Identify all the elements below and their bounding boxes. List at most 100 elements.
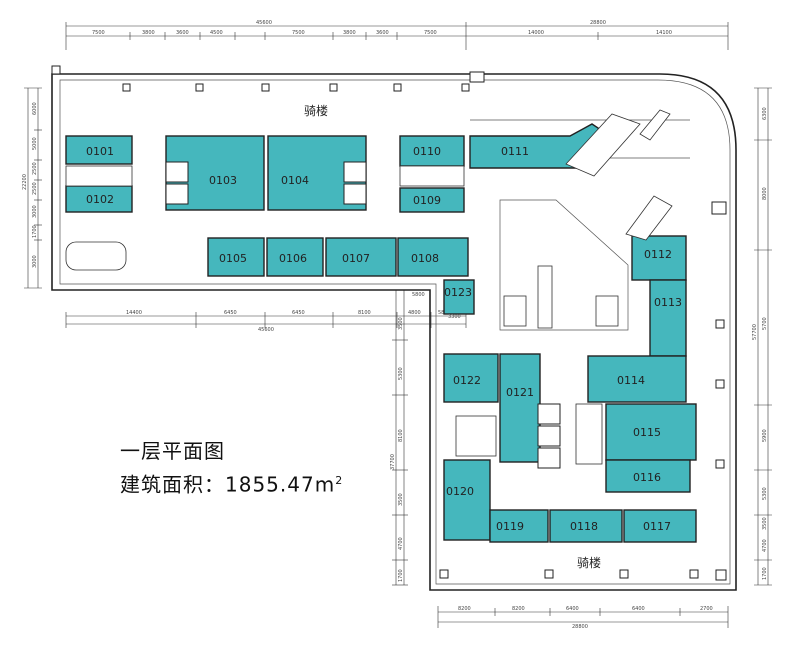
dim-bottom-seg: 6400 — [566, 606, 579, 612]
unit-label-0104: 0104 — [281, 174, 309, 187]
dim-top-total-a: 45600 — [256, 20, 272, 26]
dim-top-seg: 7500 — [424, 30, 437, 36]
unit-label-0110: 0110 — [413, 145, 441, 158]
dim-top-seg: 7500 — [92, 30, 105, 36]
column — [393, 83, 402, 92]
unit-label-0112: 0112 — [644, 248, 672, 261]
dim-top-seg: 3600 — [376, 30, 389, 36]
unit-0110 — [399, 135, 465, 167]
unit-0116 — [605, 459, 691, 493]
unit-0121 — [499, 353, 541, 463]
dim-bottom-seg: 6400 — [632, 606, 645, 612]
unit-label-0111: 0111 — [501, 145, 529, 158]
dim-top-seg: 3800 — [343, 30, 356, 36]
dim-left-seg: 3000 — [32, 255, 38, 268]
dim-top-seg: 7500 — [292, 30, 305, 36]
dim-unit-5800: 5800 — [412, 292, 425, 298]
column — [715, 319, 725, 329]
dim-left-seg: 1700 — [32, 225, 38, 238]
column — [439, 569, 449, 579]
dim-lower-left-total: 37700 — [390, 454, 396, 470]
dim-top-seg: 4500 — [210, 30, 223, 36]
right-dimension-lines: 6300 8000 5700 5900 5300 3500 4700 1700 … — [752, 87, 772, 586]
elevator — [343, 183, 367, 205]
escalator — [65, 241, 127, 271]
stair — [399, 165, 465, 187]
left-dimension-lines: 22200 6000 5000 2500 2500 3000 1700 3000 — [22, 87, 42, 289]
dim-lower-left-seg: 3500 — [398, 317, 404, 330]
unit-label-0103: 0103 — [209, 174, 237, 187]
unit-label-0102: 0102 — [86, 193, 114, 206]
unit-0107 — [325, 237, 397, 277]
area-value: 1855.47 — [225, 472, 315, 497]
unit-label-0121: 0121 — [506, 386, 534, 399]
dim-left-seg: 2500 — [32, 162, 38, 175]
column — [261, 83, 270, 92]
column — [715, 569, 727, 581]
dim-unit-3300: 3300 — [448, 314, 461, 320]
middle-dimension-lines: 14400 6450 6450 8100 4800 5800 45600 — [65, 310, 467, 333]
arcade-label-top: 骑楼 — [304, 103, 328, 118]
dim-lower-right-seg: 1700 — [762, 567, 768, 580]
unit-label-0117: 0117 — [643, 520, 671, 533]
unit-label-0122: 0122 — [453, 374, 481, 387]
elevator — [165, 161, 189, 183]
column — [195, 83, 204, 92]
dim-top-seg: 14100 — [656, 30, 672, 36]
unit-0101 — [65, 135, 133, 165]
dim-mid-total: 45600 — [258, 327, 274, 333]
column — [715, 379, 725, 389]
dim-bottom-seg: 8200 — [458, 606, 471, 612]
dim-top-seg: 3800 — [142, 30, 155, 36]
dim-lower-left-seg: 3500 — [398, 493, 404, 506]
unit-label-0118: 0118 — [570, 520, 598, 533]
dim-right-seg: 6300 — [762, 107, 768, 120]
column — [689, 569, 699, 579]
dim-lower-left-seg: 8100 — [398, 429, 404, 442]
dim-lower-left-seg: 1700 — [398, 569, 404, 582]
unit-label-0113: 0113 — [654, 296, 682, 309]
dim-right-seg: 5900 — [762, 429, 768, 442]
dim-left-seg: 3000 — [32, 205, 38, 218]
unit-0106 — [266, 237, 324, 277]
stair — [639, 109, 671, 141]
dim-right-seg: 8000 — [762, 187, 768, 200]
dim-mid-seg: 6450 — [224, 310, 237, 316]
dim-top-seg: 3600 — [176, 30, 189, 36]
unit-label-0109: 0109 — [413, 194, 441, 207]
elevator — [165, 183, 189, 205]
shop-units — [65, 123, 697, 543]
dim-lower-left-seg: 4700 — [398, 537, 404, 550]
dim-left-seg: 5000 — [32, 137, 38, 150]
column — [469, 71, 485, 83]
unit-label-0106: 0106 — [279, 252, 307, 265]
column — [715, 459, 725, 469]
unit-0120 — [443, 459, 491, 541]
unit-0118 — [549, 509, 623, 543]
column — [51, 65, 61, 75]
circulation — [65, 109, 673, 469]
unit-0115 — [605, 403, 697, 461]
unit-0123 — [443, 279, 475, 315]
stair — [65, 165, 133, 187]
elevator — [537, 447, 561, 469]
unit-label-0108: 0108 — [411, 252, 439, 265]
unit-label-0116: 0116 — [633, 471, 661, 484]
escalator — [537, 265, 553, 329]
area-unit: m — [314, 472, 336, 497]
unit-label-0101: 0101 — [86, 145, 114, 158]
dim-right-seg: 5700 — [762, 317, 768, 330]
unit-0122 — [443, 353, 499, 403]
dim-mid-seg: 4800 — [408, 310, 421, 316]
unit-label-0120: 0120 — [446, 485, 474, 498]
elevator — [537, 425, 561, 447]
dim-lower-right-seg: 5300 — [762, 487, 768, 500]
dim-right-total: 57700 — [752, 324, 758, 340]
dim-left-seg: 2500 — [32, 182, 38, 195]
dim-top-total-b: 28800 — [590, 20, 606, 26]
dim-lower-left-seg: 5300 — [398, 367, 404, 380]
unit-label-0123: 0123 — [444, 286, 472, 299]
unit-label-0119: 0119 — [496, 520, 524, 533]
dim-bottom-seg: 2700 — [700, 606, 713, 612]
